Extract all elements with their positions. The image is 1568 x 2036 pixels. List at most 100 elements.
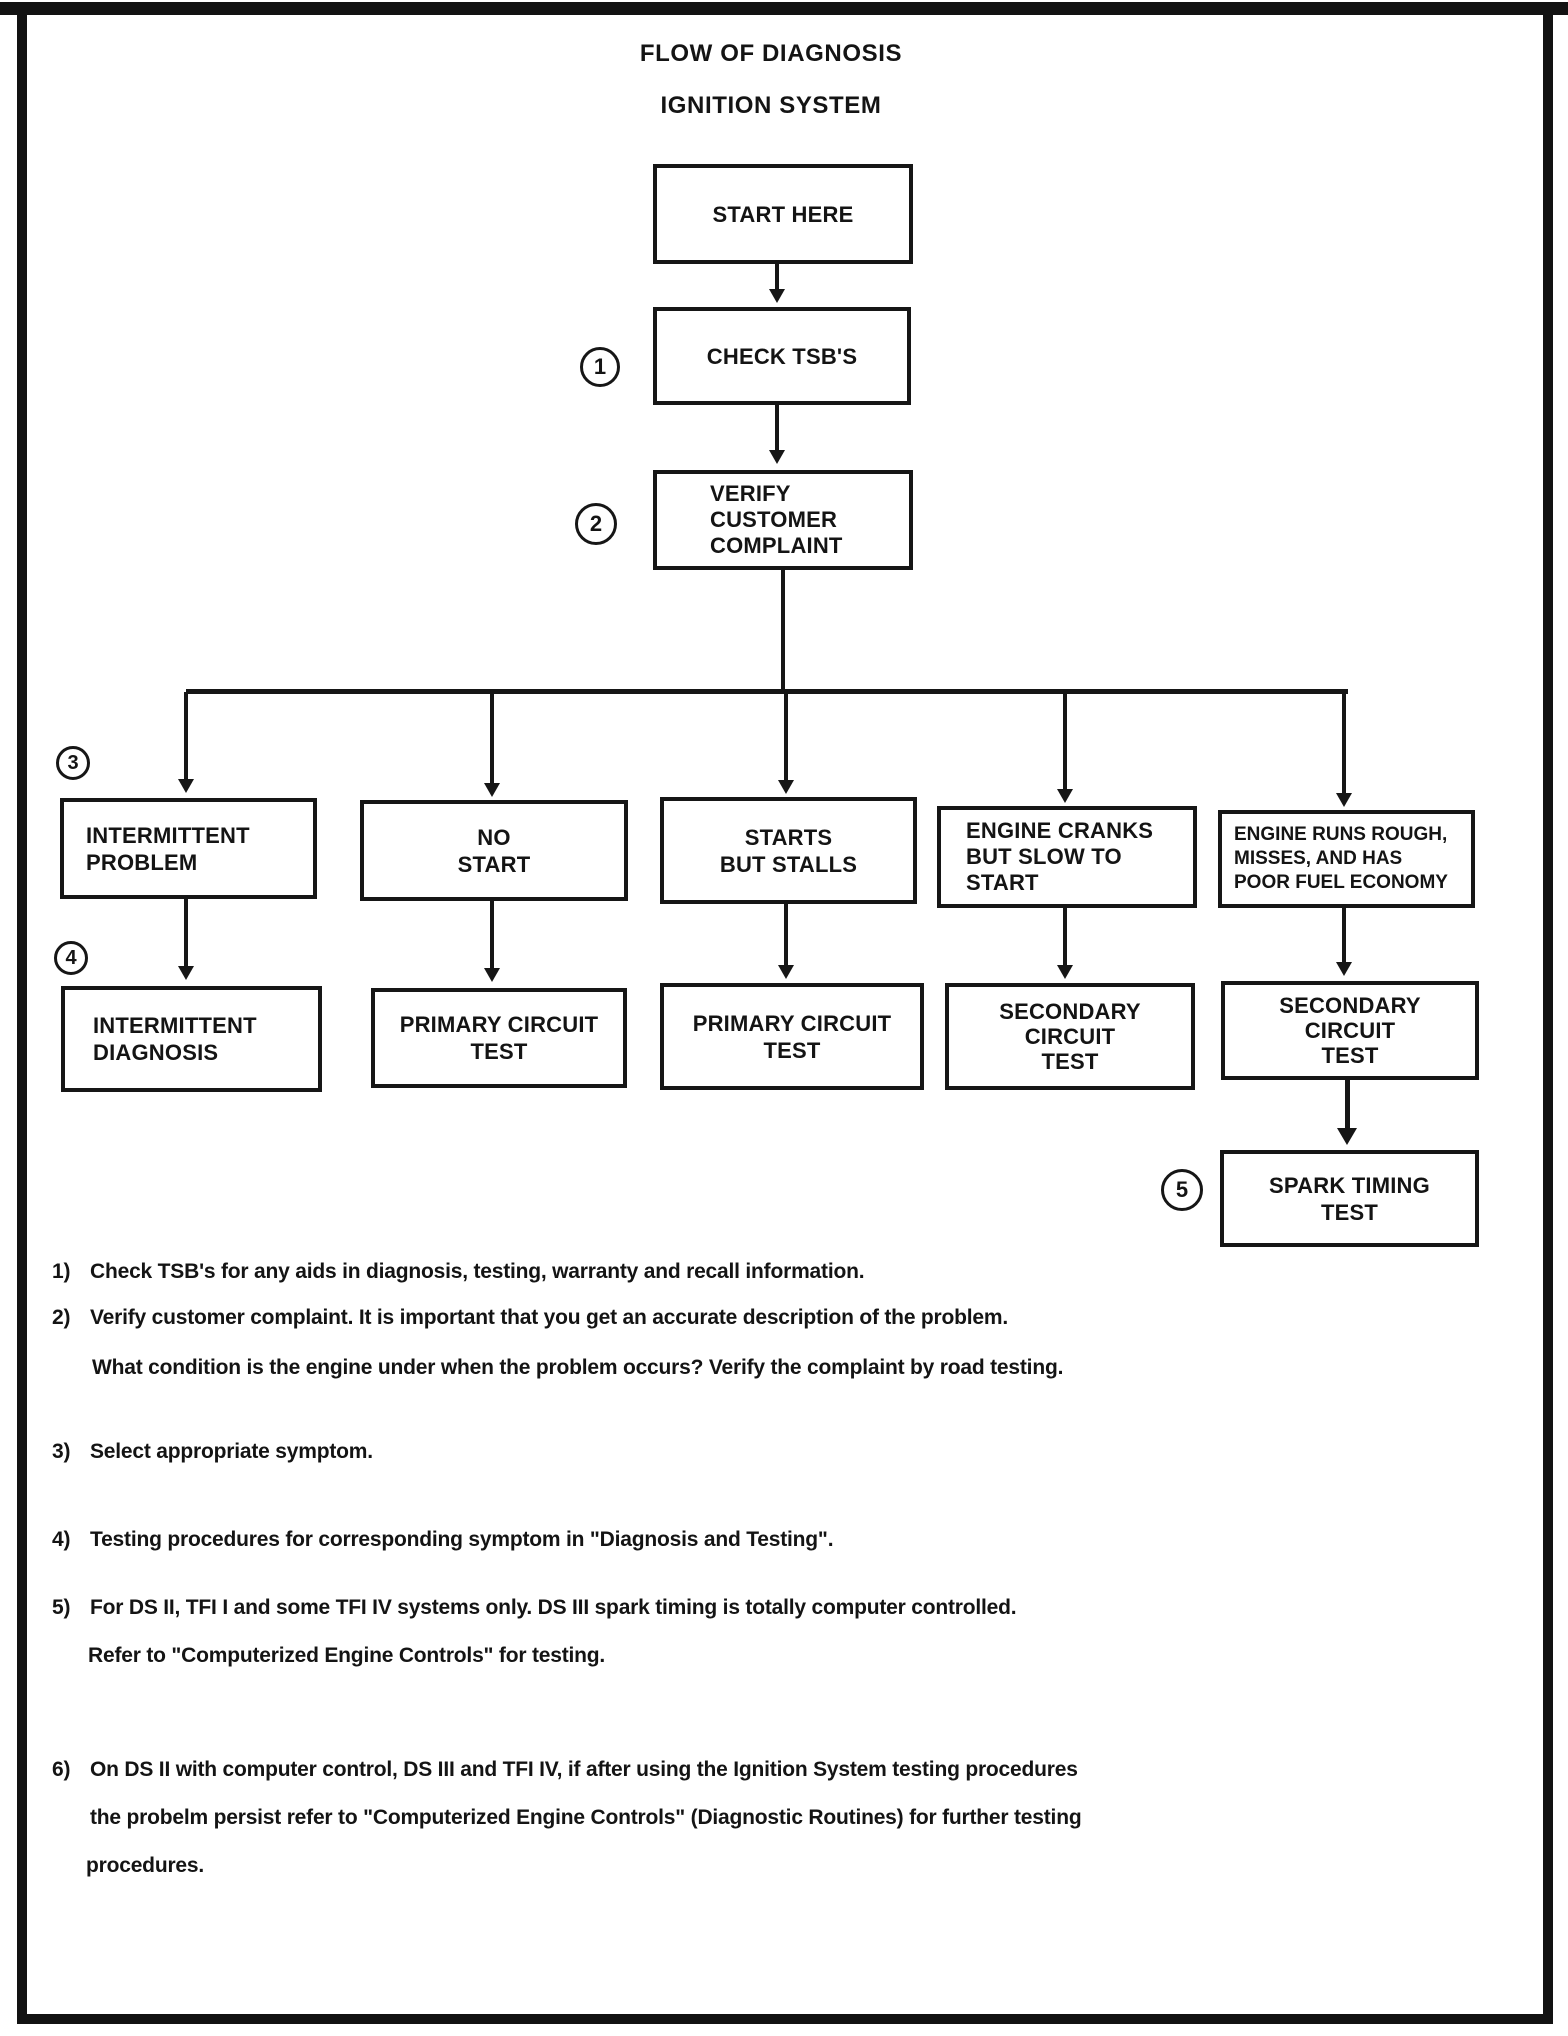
note-5-text: Refer to "Computerized Engine Controls" … xyxy=(88,1644,606,1667)
flow-node-label: NO xyxy=(477,824,511,850)
frame-right xyxy=(1543,2,1553,2024)
frame-left xyxy=(17,2,27,2024)
note-1-number: 1) xyxy=(52,1260,71,1283)
arrowhead-down xyxy=(778,780,794,794)
note-1-text: Check TSB's for any aids in diagnosis, t… xyxy=(90,1260,865,1283)
arrowhead-down xyxy=(484,968,500,982)
connector-line xyxy=(1063,908,1067,966)
flow-node-label: VERIFY xyxy=(710,481,791,506)
flow-node-label: DIAGNOSIS xyxy=(93,1040,219,1065)
flow-node-primary-circuit-test-1: PRIMARY CIRCUIT TEST xyxy=(371,988,627,1088)
arrowhead-down xyxy=(778,965,794,979)
flow-node-start-here: START HERE xyxy=(653,164,913,264)
flow-node-no-start: NO START xyxy=(360,800,628,901)
callout-2: 2 xyxy=(575,503,617,545)
frame-top xyxy=(0,2,1568,15)
flow-node-label: INTERMITTENT xyxy=(93,1013,257,1038)
flow-node-spark-timing-test: SPARK TIMING TEST xyxy=(1220,1150,1479,1247)
flow-node-label: TEST xyxy=(763,1037,821,1063)
connector-line xyxy=(775,263,779,291)
flow-node-label: CIRCUIT xyxy=(1024,1024,1116,1049)
flow-node-label: START HERE xyxy=(712,201,854,227)
flow-node-label: TEST xyxy=(470,1039,528,1064)
flow-node-starts-but-stalls: STARTS BUT STALLS xyxy=(660,797,917,904)
flow-node-label: CUSTOMER xyxy=(710,507,838,532)
callout-4: 4 xyxy=(54,941,88,975)
flow-node-label: POOR FUEL ECONOMY xyxy=(1234,872,1448,893)
arrowhead-down xyxy=(484,783,500,797)
arrowhead-down xyxy=(1336,793,1352,807)
note-6-text: the probelm persist refer to "Computeriz… xyxy=(90,1806,1082,1829)
flow-node-label: INTERMITTENT xyxy=(86,822,250,848)
connector-line xyxy=(490,692,494,784)
arrowhead-down xyxy=(178,966,194,980)
arrowhead-down xyxy=(178,779,194,793)
flow-node-secondary-circuit-test-2: SECONDARY CIRCUIT TEST xyxy=(1221,981,1479,1080)
arrowhead-down xyxy=(1336,962,1352,976)
flow-node-label: START xyxy=(966,870,1039,895)
callout-3: 3 xyxy=(56,746,90,780)
flow-node-label: ENGINE RUNS ROUGH, xyxy=(1234,824,1448,845)
flow-node-label: TEST xyxy=(1041,1049,1099,1074)
connector-line xyxy=(1342,692,1346,794)
branch-line xyxy=(186,689,1348,694)
flow-node-engine-cranks-slow: ENGINE CRANKS BUT SLOW TO START xyxy=(937,806,1197,908)
arrowhead-down xyxy=(769,450,785,464)
connector-line xyxy=(784,904,788,966)
page-title: FLOW OF DIAGNOSIS xyxy=(639,40,903,67)
flow-node-secondary-circuit-test-1: SECONDARY CIRCUIT TEST xyxy=(945,983,1195,1090)
connector-line xyxy=(781,570,785,691)
flow-node-label: STARTS xyxy=(744,824,833,850)
connector-line xyxy=(775,405,779,451)
flow-node-label: SECONDARY xyxy=(999,999,1141,1024)
flow-node-label: PRIMARY CIRCUIT xyxy=(692,1010,892,1036)
connector-line xyxy=(1345,1080,1350,1130)
note-2-text: Verify customer complaint. It is importa… xyxy=(90,1306,1009,1329)
note-3-text: Select appropriate symptom. xyxy=(90,1440,373,1463)
flow-node-primary-circuit-test-2: PRIMARY CIRCUIT TEST xyxy=(660,983,924,1090)
note-6-text: procedures. xyxy=(86,1854,205,1877)
arrowhead-down xyxy=(1057,789,1073,803)
flow-node-label: MISSES, AND HAS xyxy=(1234,848,1403,869)
flow-node-check-tsbs: CHECK TSB'S xyxy=(653,307,911,405)
connector-line xyxy=(184,899,188,967)
arrowhead-down xyxy=(769,289,785,303)
flow-node-label: START xyxy=(457,851,531,877)
note-4-text: Testing procedures for corresponding sym… xyxy=(90,1528,834,1551)
flow-node-label: BUT SLOW TO xyxy=(966,844,1122,869)
flow-node-label: CHECK TSB'S xyxy=(706,343,858,369)
connector-line xyxy=(490,901,494,969)
flow-node-intermittent-diagnosis: INTERMITTENT DIAGNOSIS xyxy=(61,986,322,1092)
connector-line xyxy=(1063,692,1067,790)
note-6-text: On DS II with computer control, DS III a… xyxy=(90,1758,1078,1781)
note-6-number: 6) xyxy=(52,1758,71,1781)
note-2-text: What condition is the engine under when … xyxy=(92,1356,1064,1379)
arrowhead-down xyxy=(1057,965,1073,979)
arrowhead-down xyxy=(1337,1128,1357,1145)
connector-line xyxy=(1342,908,1346,964)
note-3-number: 3) xyxy=(52,1440,71,1463)
page-subtitle: IGNITION SYSTEM xyxy=(660,92,882,119)
flow-node-label: BUT STALLS xyxy=(719,851,858,877)
flow-node-label: SPARK TIMING xyxy=(1269,1172,1430,1198)
flow-node-label: TEST xyxy=(1320,1199,1379,1225)
note-2-number: 2) xyxy=(52,1306,71,1329)
callout-5: 5 xyxy=(1161,1169,1203,1211)
note-5-text: For DS II, TFI I and some TFI IV systems… xyxy=(90,1596,1017,1619)
note-4-number: 4) xyxy=(52,1528,71,1551)
flow-node-label: COMPLAINT xyxy=(710,533,843,558)
connector-line xyxy=(184,692,188,780)
connector-line xyxy=(784,692,788,781)
flow-node-label: ENGINE CRANKS xyxy=(966,818,1154,843)
note-5-number: 5) xyxy=(52,1596,71,1619)
flow-node-label: PRIMARY CIRCUIT xyxy=(399,1012,599,1037)
flow-node-intermittent-problem: INTERMITTENT PROBLEM xyxy=(60,798,317,899)
flow-node-label: TEST xyxy=(1321,1043,1379,1068)
callout-1: 1 xyxy=(580,347,620,387)
flow-node-verify-complaint: VERIFY CUSTOMER COMPLAINT xyxy=(653,470,913,570)
flow-node-label: SECONDARY xyxy=(1279,993,1421,1018)
flow-node-label: PROBLEM xyxy=(86,849,198,875)
flow-node-engine-runs-rough: ENGINE RUNS ROUGH, MISSES, AND HAS POOR … xyxy=(1218,810,1475,908)
flow-node-label: CIRCUIT xyxy=(1304,1018,1396,1043)
